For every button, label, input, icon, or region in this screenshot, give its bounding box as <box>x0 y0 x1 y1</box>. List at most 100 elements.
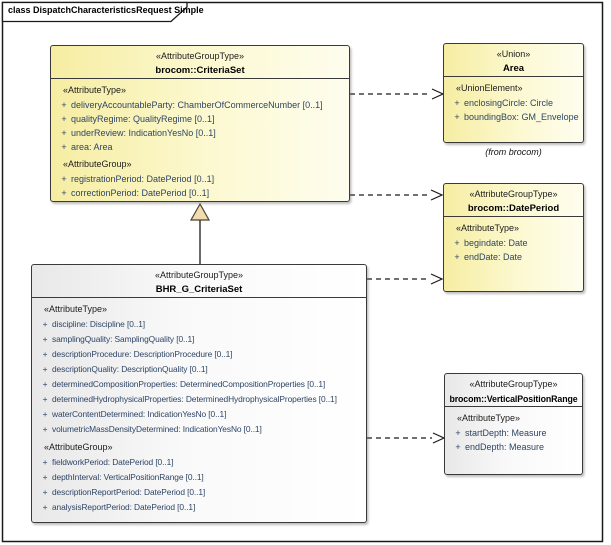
visibility-plus-icon: + <box>42 334 48 344</box>
attribute-row: + fieldworkPeriod: DatePeriod [0..1] <box>38 455 363 470</box>
section-label-attributegroup: «AttributeGroup» <box>63 159 132 169</box>
class-box-brocom-verticalpositionrange[interactable]: «AttributeGroupType» brocom::VerticalPos… <box>444 373 583 475</box>
section-label-attributetype: «AttributeType» <box>456 223 520 233</box>
class-header: «AttributeGroupType» brocom::DatePeriod <box>444 184 583 217</box>
visibility-plus-icon: + <box>455 428 461 438</box>
class-name: brocom::CriteriaSet <box>155 65 245 76</box>
visibility-plus-icon: + <box>454 238 460 248</box>
class-name: brocom::VerticalPositionRange <box>449 394 578 404</box>
class-stereotype: «AttributeGroupType» <box>469 379 558 389</box>
dependency-arrow-bhr-verticalpositionrange[interactable] <box>367 432 446 444</box>
class-stereotype: «AttributeGroupType» <box>155 51 245 61</box>
attribute-text: volumetricMassDensityDetermined: Indicat… <box>52 424 262 434</box>
class-stereotype: «Union» <box>496 49 531 59</box>
attribute-row: + descriptionQuality: DescriptionQuality … <box>38 362 363 377</box>
attribute-text: registrationPeriod: DatePeriod [0..1] <box>71 174 215 184</box>
attribute-text: descriptionReportPeriod: DatePeriod [0..… <box>52 487 206 497</box>
visibility-plus-icon: + <box>42 472 48 482</box>
attribute-text: fieldworkPeriod: DatePeriod [0..1] <box>52 457 174 467</box>
attribute-row: + qualityRegime: QualityRegime [0..1] <box>57 112 346 126</box>
attribute-row: +analysisReportPeriod: DatePeriod [0..1] <box>38 500 363 515</box>
attribute-row: + depthInterval: VerticalPositionRange [0… <box>38 470 363 485</box>
attribute-text: area: Area <box>71 142 113 152</box>
visibility-plus-icon: + <box>61 188 67 198</box>
visibility-plus-icon: + <box>61 100 67 110</box>
attribute-text: begindate: Date <box>464 238 528 248</box>
class-header: «AttributeGroupType» brocom::VerticalPos… <box>445 374 582 407</box>
generalization-arrow-bhr-criteriaset[interactable] <box>189 202 211 264</box>
class-attributes: «AttributeType» +startDepth: Measure +en… <box>445 407 582 454</box>
visibility-plus-icon: + <box>42 409 48 419</box>
attribute-text: samplingQuality: SamplingQuality [0..1] <box>52 334 195 344</box>
attribute-text: underReview: IndicationYesNo [0..1] <box>71 128 216 138</box>
visibility-plus-icon: + <box>42 364 48 374</box>
visibility-plus-icon: + <box>61 174 67 184</box>
attribute-text: discipline: Discipline [0..1] <box>52 319 145 329</box>
class-box-area[interactable]: «Union» Area «UnionElement» + enclosingCi… <box>443 43 584 143</box>
attribute-row: +area: Area <box>57 140 346 154</box>
attribute-text: waterContentDetermined: IndicationYesNo … <box>52 409 227 419</box>
attribute-text: descriptionQuality: DescriptionQuality [… <box>52 364 208 374</box>
class-attributes: «UnionElement» +enclosingCircle: Circle … <box>444 77 583 124</box>
attribute-row: + discipline: Discipline [0..1] <box>38 317 363 332</box>
generalization-triangle-icon <box>189 202 211 221</box>
section-label-attributetype: «AttributeType» <box>457 413 521 423</box>
class-attributes: «AttributeType» + discipline: Discipline … <box>32 298 366 515</box>
dependency-arrow-criteriaset-area[interactable] <box>350 88 445 100</box>
visibility-plus-icon: + <box>42 457 48 467</box>
visibility-plus-icon: + <box>42 394 48 404</box>
visibility-plus-icon: + <box>454 112 460 122</box>
class-box-brocom-criteriaset[interactable]: «AttributeGroupType» brocom::CriteriaSet… <box>50 45 350 202</box>
attribute-row: +boundingBox: GM_Envelope <box>450 110 580 124</box>
attribute-text: determinedCompositionProperties: Determi… <box>52 379 326 389</box>
attribute-row: + begindate: Date <box>450 236 580 250</box>
attribute-row: +underReview: IndicationYesNo [0..1] <box>57 126 346 140</box>
attribute-text: qualityRegime: QualityRegime [0..1] <box>71 114 215 124</box>
attribute-text: depthInterval: VerticalPositionRange [0.… <box>52 472 204 482</box>
attribute-row: + registrationPeriod: DatePeriod [0..1] <box>57 172 346 186</box>
attribute-text: correctionPeriod: DatePeriod [0..1] <box>71 188 210 198</box>
section-label-attributetype: «AttributeType» <box>63 85 127 95</box>
attribute-row: + enclosingCircle: Circle <box>450 96 580 110</box>
visibility-plus-icon: + <box>42 349 48 359</box>
dependency-arrow-bhr-dateperiod[interactable] <box>367 273 444 285</box>
attribute-row: +deliveryAccountableParty: ChamberOfComm… <box>57 98 346 112</box>
attribute-row: + samplingQuality: SamplingQuality [0..1] <box>38 332 363 347</box>
section-label-attributetype: «AttributeType» <box>44 304 108 314</box>
class-stereotype: «AttributeGroupType» <box>469 189 558 199</box>
visibility-plus-icon: + <box>454 252 460 262</box>
attribute-text: endDepth: Measure <box>465 442 545 452</box>
attribute-row: + waterContentDetermined: IndicationYesNo… <box>38 407 363 422</box>
visibility-plus-icon: + <box>42 487 48 497</box>
class-header: «AttributeGroupType» BHR_G_CriteriaSet <box>32 265 366 298</box>
attribute-row: + endDate: Date <box>450 250 580 264</box>
section-label-attributegroup: «AttributeGroup» <box>44 442 113 452</box>
class-attributes: «AttributeType» + begindate: Date + endDat… <box>444 217 583 264</box>
visibility-plus-icon: + <box>61 114 67 124</box>
class-name: brocom::DatePeriod <box>467 203 560 214</box>
attribute-text: determinedHydrophysicalProperties: Deter… <box>52 394 337 404</box>
class-box-bhr-g-criteriaset[interactable]: «AttributeGroupType» BHR_G_CriteriaSet «… <box>31 264 367 523</box>
class-name: BHR_G_CriteriaSet <box>155 284 243 295</box>
attribute-text: endDate: Date <box>464 252 523 262</box>
visibility-plus-icon: + <box>42 379 48 389</box>
visibility-plus-icon: + <box>42 424 48 434</box>
visibility-plus-icon: + <box>455 442 461 452</box>
section-label-unionelement: «UnionElement» <box>456 83 523 93</box>
attribute-row: + endDepth: Measure <box>451 440 579 454</box>
class-header: «AttributeGroupType» brocom::CriteriaSet <box>51 46 349 79</box>
frame-title-tab <box>1 1 188 23</box>
attribute-text: enclosingCircle: Circle <box>464 98 554 108</box>
class-box-brocom-dateperiod[interactable]: «AttributeGroupType» brocom::DatePeriod … <box>443 183 584 292</box>
visibility-plus-icon: + <box>42 319 48 329</box>
visibility-plus-icon: + <box>454 98 460 108</box>
dependency-arrow-criteriaset-dateperiod[interactable] <box>350 189 444 201</box>
attribute-row: + determinedHydrophysicalProperties: Dete… <box>38 392 363 407</box>
from-package-note: (from brocom) <box>485 147 542 157</box>
diagram-frame-title: class DispatchCharacteristicsRequest Sim… <box>8 5 204 15</box>
class-name: Area <box>502 63 525 74</box>
attribute-row: + descriptionReportPeriod: DatePeriod [0.… <box>38 485 363 500</box>
